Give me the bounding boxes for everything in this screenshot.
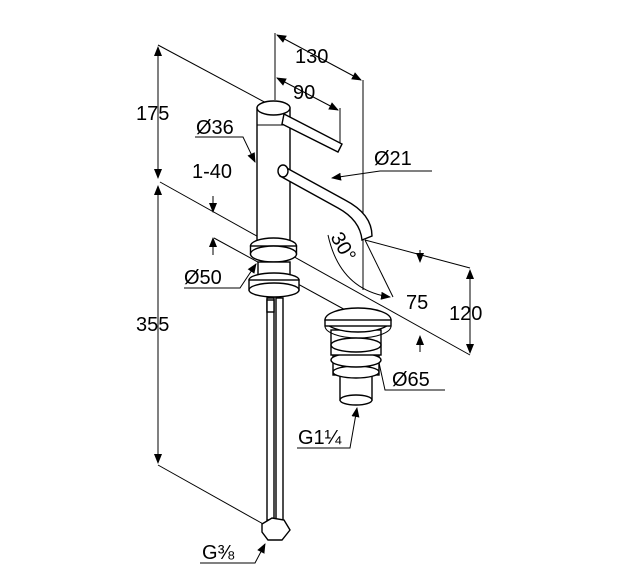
drain-waste — [324, 307, 392, 406]
faucet-body — [248, 100, 373, 298]
dim-spout-height: 120 — [449, 303, 482, 325]
dim-spout-clearance: 75 — [406, 292, 428, 314]
dim-body-diameter: Ø36 — [196, 117, 234, 139]
dim-lever-reach: 90 — [293, 82, 315, 104]
dim-reach: 130 — [295, 46, 328, 68]
dim-spout-angle: 30° — [326, 229, 360, 266]
dim-base-diameter: Ø50 — [184, 267, 222, 289]
dim-height-top: 175 — [136, 103, 169, 125]
dim-deck-thickness: 1-40 — [192, 161, 232, 183]
dim-height-total: 355 — [136, 314, 169, 336]
dim-drain-thread: G1¼ — [298, 427, 342, 449]
dim-drain-diameter: Ø65 — [392, 369, 430, 391]
dim-supply-thread: G⅜ — [202, 542, 235, 564]
supply-hoses — [261, 297, 291, 541]
dim-spout-diameter: Ø21 — [374, 148, 412, 170]
